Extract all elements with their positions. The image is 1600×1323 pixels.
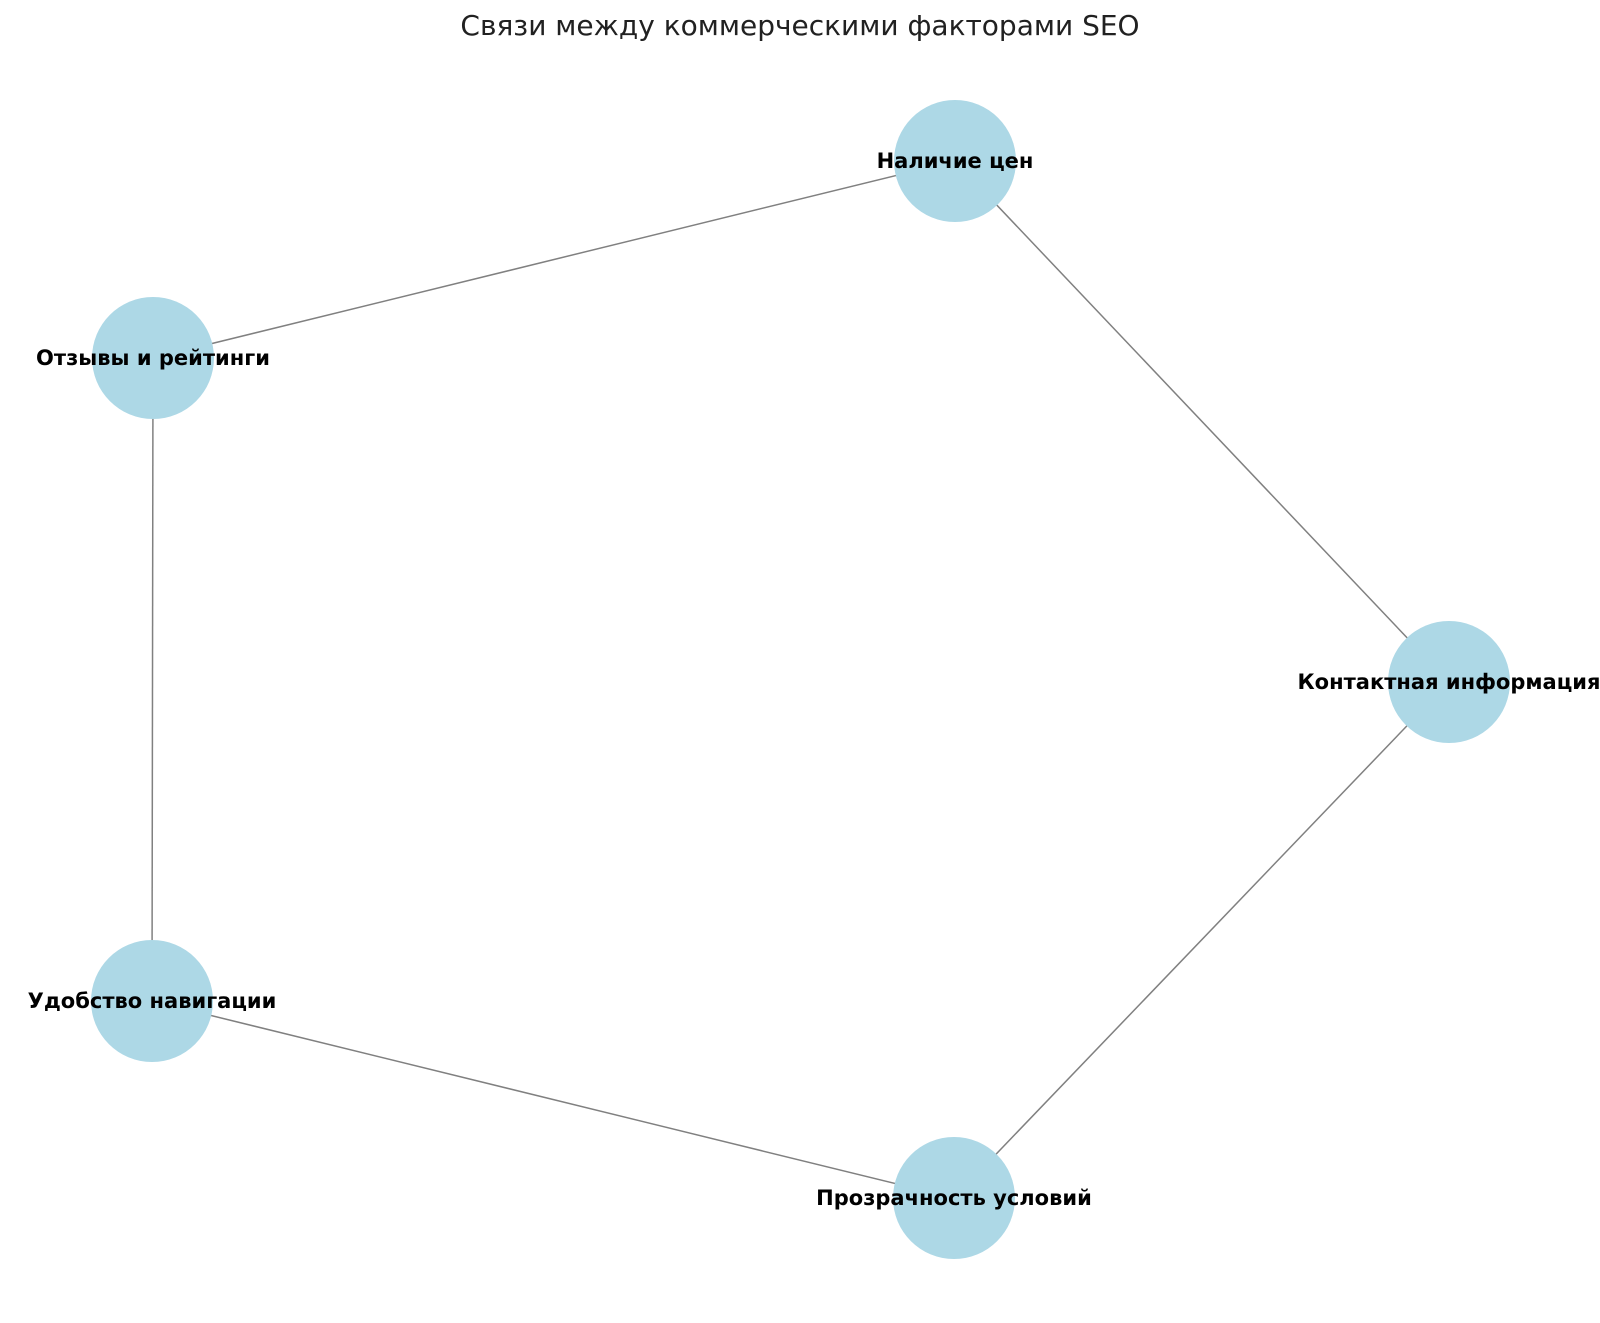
node-label-nalichie-tsen: Наличие цен xyxy=(877,149,1034,173)
node-label-prozrachnost-usloviy: Прозрачность условий xyxy=(816,1186,1092,1210)
node-prozrachnost-usloviy xyxy=(893,1137,1015,1259)
node-kontaktnaya-informatsiya xyxy=(1388,621,1510,743)
edge-prozrachnost-usloviy--kontaktnaya-informatsiya xyxy=(953,681,1450,1199)
edge-udobstvo-navigatsii--prozrachnost-usloviy xyxy=(151,1000,955,1199)
edge-otzyvy-i-reytingi--udobstvo-navigatsii xyxy=(151,357,154,1002)
edge-nalichie-tsen--kontaktnaya-informatsiya xyxy=(954,160,1450,683)
node-label-udobstvo-navigatsii: Удобство навигации xyxy=(28,989,277,1013)
node-nalichie-tsen xyxy=(894,100,1016,222)
node-label-kontaktnaya-informatsiya: Контактная информация xyxy=(1298,670,1600,694)
node-label-otzyvy-i-reytingi: Отзывы и рейтинги xyxy=(36,346,270,370)
node-udobstvo-navigatsii xyxy=(91,940,213,1062)
node-otzyvy-i-reytingi xyxy=(92,297,214,419)
edge-nalichie-tsen--otzyvy-i-reytingi xyxy=(152,160,956,359)
chart-title: Связи между коммерческими факторами SEO xyxy=(460,9,1140,42)
